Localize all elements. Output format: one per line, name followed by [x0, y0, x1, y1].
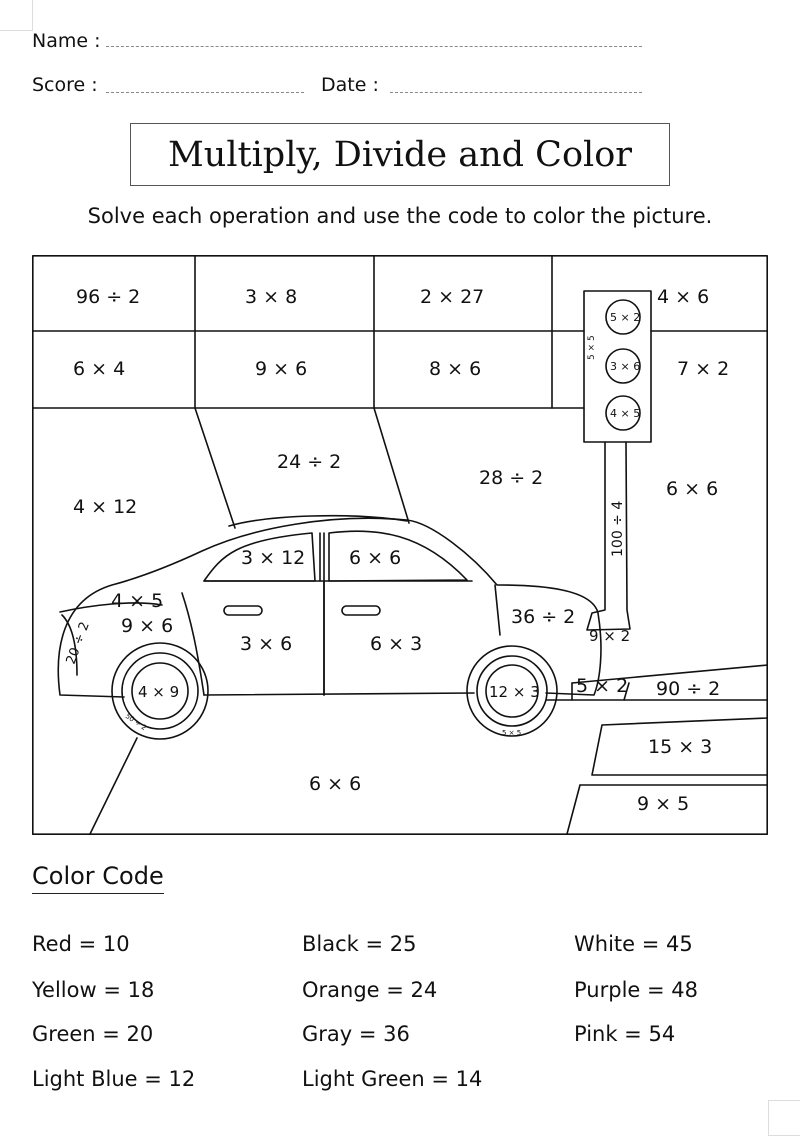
cell-top-2: 3 × 8: [245, 286, 297, 308]
cell-trunk: 36 ÷ 2: [511, 606, 575, 628]
cell-top-3: 2 × 27: [420, 286, 484, 308]
window-outline: [203, 532, 316, 582]
code-purple: Purple = 48: [574, 978, 698, 1002]
cell-bumper-front: 20 ÷ 2: [64, 620, 93, 666]
traffic-light-pole: [586, 441, 631, 631]
cell-wheel-rear-rim: 5 × 5: [502, 729, 521, 737]
cell-top-4: 4 × 6: [657, 286, 709, 308]
code-black: Black = 25: [302, 932, 417, 956]
name-field[interactable]: [106, 46, 642, 47]
code-red: Red = 10: [32, 932, 130, 956]
score-field[interactable]: [106, 92, 304, 93]
cell-light-middle: 3 × 6: [610, 360, 640, 373]
cell-second-4: 7 × 2: [677, 358, 729, 380]
picture-frame: [32, 255, 768, 835]
cell-sky-center: 24 ÷ 2: [277, 451, 341, 473]
cell-pole-base: 9 × 2: [589, 627, 630, 645]
cell-door-rear: 6 × 3: [370, 633, 422, 655]
cell-light-side: 5 × 5: [587, 335, 597, 360]
date-label: Date :: [321, 74, 379, 96]
wheel-front: [111, 642, 209, 740]
cell-road-right: 90 ÷ 2: [656, 678, 720, 700]
cell-second-1: 6 × 4: [73, 358, 125, 380]
cell-wheel-front: 4 × 9: [138, 683, 179, 701]
wheel-rear: [466, 645, 558, 737]
cell-pole: 100 ÷ 4: [610, 501, 626, 557]
corner-box-bottom-right: [768, 1100, 800, 1136]
cell-light-top: 5 × 2: [610, 311, 640, 324]
traffic-light-housing: [583, 290, 652, 443]
code-yellow: Yellow = 18: [32, 978, 155, 1002]
code-light-green: Light Green = 14: [302, 1067, 483, 1091]
cell-door-front: 3 × 6: [240, 633, 292, 655]
cell-curb: 5 × 2: [576, 675, 628, 697]
cell-stripe-lower: 9 × 5: [637, 793, 689, 815]
cell-window-rear: 6 × 6: [349, 547, 401, 569]
code-white: White = 45: [574, 932, 693, 956]
color-code-heading: Color Code: [32, 862, 164, 894]
code-pink: Pink = 54: [574, 1022, 676, 1046]
cell-sky-far-right: 6 × 6: [666, 478, 718, 500]
cell-second-3: 8 × 6: [429, 358, 481, 380]
page-title: Multiply, Divide and Color: [130, 123, 670, 186]
score-label: Score :: [32, 74, 98, 96]
cell-fender-front: 9 × 6: [121, 615, 173, 637]
code-green: Green = 20: [32, 1022, 154, 1046]
code-orange: Orange = 24: [302, 978, 438, 1002]
cell-hood: 4 × 5: [111, 590, 163, 612]
cell-wheel-rear: 12 × 3: [489, 683, 540, 701]
cell-sky-left: 4 × 12: [73, 496, 137, 518]
code-light-blue: Light Blue = 12: [32, 1067, 196, 1091]
code-gray: Gray = 36: [302, 1022, 410, 1046]
road-line: [89, 737, 138, 835]
cell-second-2: 9 × 6: [255, 358, 307, 380]
cell-light-bottom: 4 × 5: [610, 407, 640, 420]
instructions: Solve each operation and use the code to…: [87, 204, 713, 228]
color-by-number-picture: 96 ÷ 2 3 × 8 2 × 27 4 × 6 6 × 4 9 × 6 8 …: [32, 255, 768, 835]
name-label: Name :: [32, 30, 101, 52]
cell-sky-right: 28 ÷ 2: [479, 467, 543, 489]
corner-box-top-left: [0, 0, 33, 31]
cell-top-1: 96 ÷ 2: [76, 286, 140, 308]
cell-window-front: 3 × 12: [241, 547, 305, 569]
cell-stripe-upper: 15 × 3: [648, 736, 712, 758]
cell-road: 6 × 6: [309, 773, 361, 795]
date-field[interactable]: [390, 92, 642, 93]
